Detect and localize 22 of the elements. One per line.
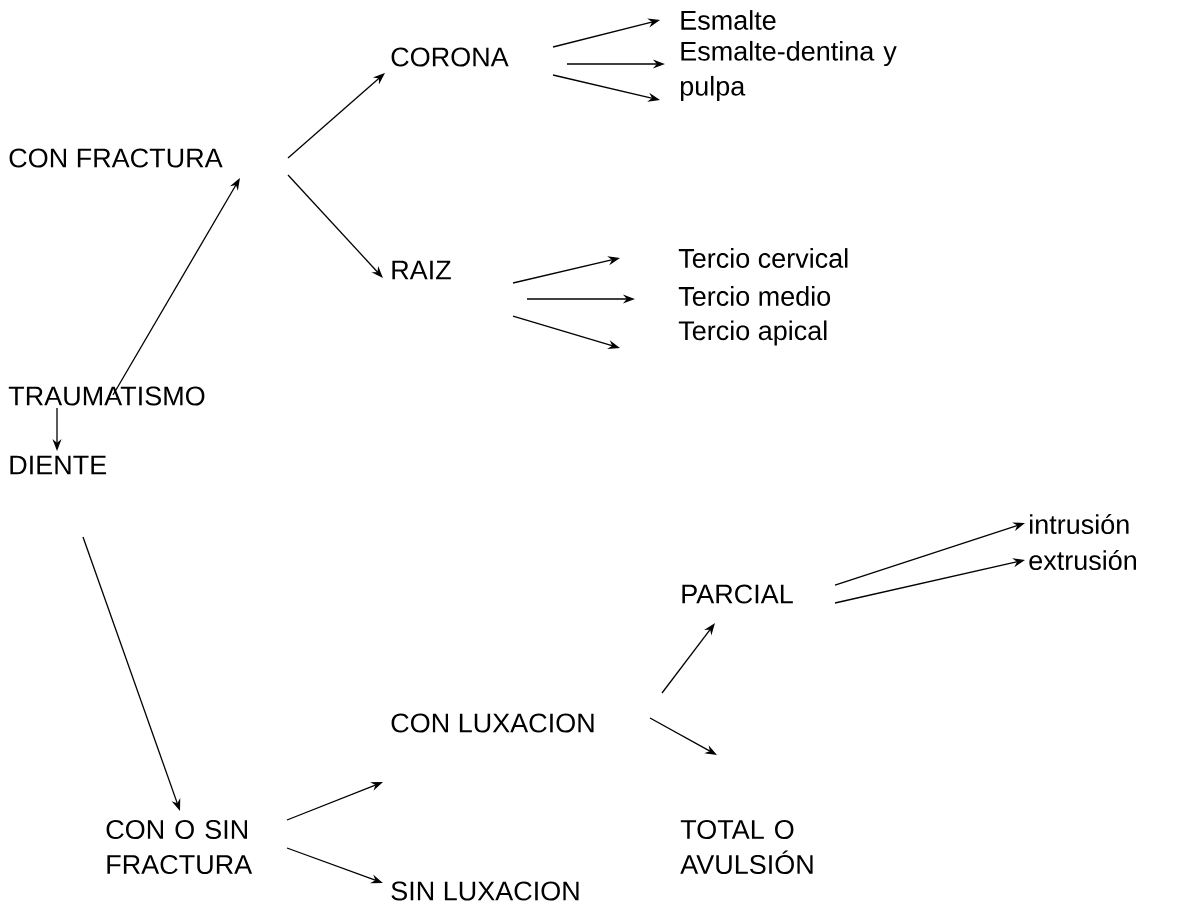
arrow	[287, 73, 385, 159]
node-label: SIN LUXACION	[391, 881, 579, 901]
node-label: CON O SIN FRACTURA	[106, 819, 253, 875]
arrow	[661, 623, 715, 694]
node-label: DIENTE	[10, 455, 107, 475]
node-label: CON LUXACION	[391, 713, 594, 733]
node-label: PARCIAL	[682, 584, 793, 604]
node-label: TRAUMATISMO	[8, 386, 205, 406]
node-label: Esmalte	[681, 10, 776, 30]
node-label: Esmalte-dentina y pulpa	[680, 40, 897, 102]
arrow	[287, 174, 383, 278]
node-label: CORONA	[391, 47, 509, 67]
node-label: extrusión	[1029, 549, 1136, 571]
node-label: CON FRACTURA	[9, 148, 223, 168]
arrow	[649, 717, 717, 755]
node-label: Tercio apical	[678, 320, 827, 346]
node-label: TOTAL O AVULSIÓN	[680, 819, 813, 875]
arrow	[112, 178, 240, 396]
node-label: intrusión	[1030, 513, 1129, 535]
node-label: Tercio cervical	[678, 248, 848, 268]
node-label: RAIZ	[392, 260, 451, 280]
node-label: Tercio medio	[678, 286, 831, 306]
